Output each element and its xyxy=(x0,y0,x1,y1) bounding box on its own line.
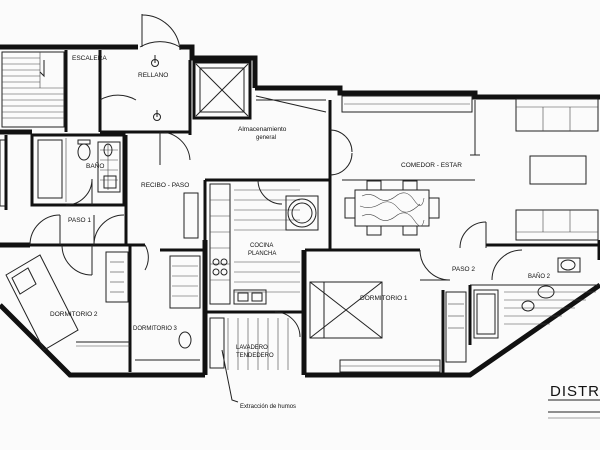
label-almacenamiento-2: general xyxy=(256,135,276,141)
exterior-walls xyxy=(0,44,600,378)
label-bano-2: BAÑO 2 xyxy=(528,273,551,280)
paso-2-bano-2 xyxy=(459,221,600,345)
title-block xyxy=(548,399,600,419)
label-tendedero: TENDEDERO xyxy=(236,353,274,359)
dormitorio-3 xyxy=(135,244,205,361)
label-plancha: PLANCHA xyxy=(248,251,276,257)
label-almacenamiento-1: Almacenamiento xyxy=(238,126,287,133)
label-dormitorio-2: DORMITORIO 2 xyxy=(50,311,98,318)
label-dormitorio-1: DORMITORIO 1 xyxy=(360,295,408,302)
drawing-title: DISTR xyxy=(550,383,600,400)
label-cocina: COCINA xyxy=(250,243,273,249)
label-comedor-estar: COMEDOR - ESTAR xyxy=(401,162,462,169)
left-room-top xyxy=(0,135,8,210)
dormitorio-1 xyxy=(303,248,467,375)
paso-1 xyxy=(0,178,145,276)
label-recibo-paso: RECIBO - PASO xyxy=(141,182,189,189)
label-paso-2: PASO 2 xyxy=(452,266,475,273)
dormitorio-2 xyxy=(5,245,132,372)
label-paso-1: PASO 1 xyxy=(68,217,91,224)
label-bano-1: BAÑO xyxy=(86,161,104,170)
comedor-estar xyxy=(341,95,600,247)
annotation-extraccion: Extracción de humos xyxy=(240,404,296,410)
bathroom-1 xyxy=(30,133,126,207)
label-rellano: RELLANO xyxy=(138,72,168,79)
label-dormitorio-3: DORMITORIO 3 xyxy=(133,326,178,332)
cocina xyxy=(203,179,319,375)
rellano-area xyxy=(99,14,252,165)
label-escalera: ESCALERA xyxy=(72,55,107,62)
staircase xyxy=(1,50,102,132)
recibo-paso xyxy=(124,95,353,250)
label-lavadero: LAVADERO xyxy=(236,345,268,351)
lavadero xyxy=(205,310,303,403)
